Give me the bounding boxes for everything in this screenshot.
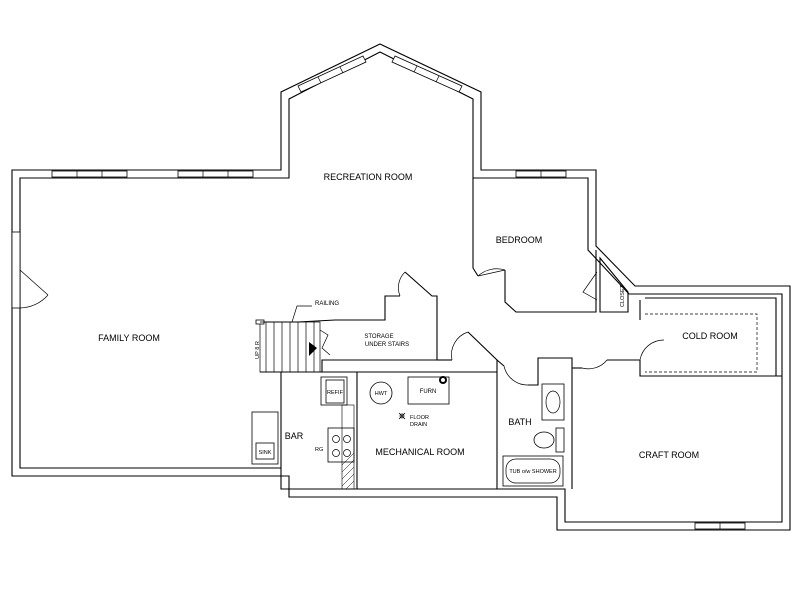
bar-counter — [251, 376, 355, 490]
window — [297, 55, 367, 93]
window — [391, 55, 463, 93]
tub-label: TUB o/w SHOWER — [509, 469, 556, 475]
mechanical-fixtures — [369, 376, 450, 420]
stairs — [255, 305, 331, 373]
stairs-up-label: UP 8 R — [255, 341, 261, 359]
mechanical-room-label: MECHANICAL ROOM — [375, 447, 464, 457]
window — [51, 170, 128, 178]
family-room-label: FAMILY ROOM — [98, 333, 160, 343]
refrigerator-label: REFIF — [327, 390, 344, 396]
room-labels: RECREATION ROOM BEDROOM FAMILY ROOM STOR… — [98, 172, 738, 460]
recreation-room-label: RECREATION ROOM — [324, 172, 413, 182]
storage-label: STORAGE — [364, 334, 393, 340]
cold-room-label: COLD ROOM — [682, 331, 738, 341]
floor-drain-label: FLOOR — [410, 415, 429, 421]
storage-label-line2: UNDER STAIRS — [365, 342, 409, 348]
craft-room-label: CRAFT ROOM — [639, 450, 699, 460]
bar-label: BAR — [285, 431, 304, 441]
range-label: RG — [315, 447, 323, 453]
bedroom-label: BEDROOM — [496, 235, 543, 245]
window — [694, 522, 746, 530]
family-room-door — [11, 231, 49, 309]
sink-label: SINK — [259, 450, 272, 456]
closet-label: CLOSET — [620, 284, 626, 307]
fixture-labels: RAILING CLOSET UP 8 R REFIF RG SINK HWT … — [255, 284, 626, 475]
window — [177, 170, 254, 178]
bath-fixtures — [502, 383, 565, 487]
railing-label: RAILING — [315, 301, 339, 307]
furnace-label: FURN — [420, 389, 437, 395]
windows — [51, 55, 746, 530]
window — [515, 170, 567, 178]
floor-drain-label-line2: DRAIN — [410, 422, 427, 428]
bath-label: BATH — [508, 417, 531, 427]
water-heater-label: HWT — [375, 391, 388, 397]
